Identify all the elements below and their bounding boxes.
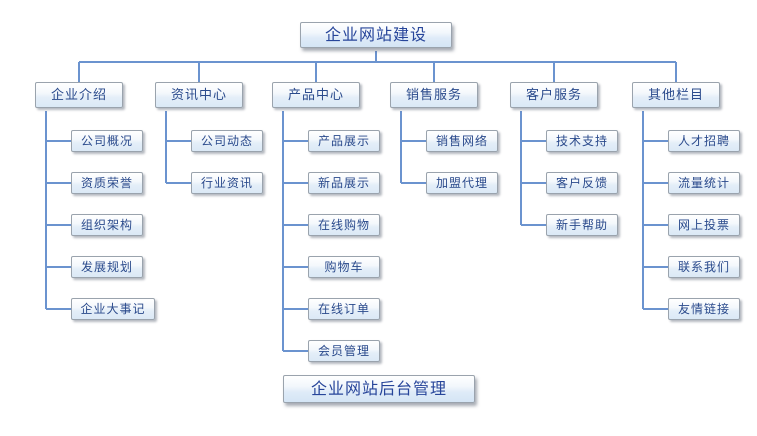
- leaf-node-3-4-label: 购物车: [324, 260, 364, 274]
- branch-node-5[interactable]: 客户服务: [510, 82, 598, 108]
- root-node[interactable]: 企业网站建设: [300, 22, 452, 48]
- leaf-node-1-3[interactable]: 组织架构: [71, 214, 143, 236]
- leaf-node-3-5-label: 在线订单: [317, 302, 370, 316]
- leaf-node-4-1[interactable]: 销售网络: [426, 130, 498, 152]
- leaf-node-3-4[interactable]: 购物车: [308, 256, 380, 278]
- branch-node-2[interactable]: 资讯中心: [155, 82, 243, 108]
- leaf-node-1-1-label: 公司概况: [80, 134, 133, 148]
- leaf-node-5-3-label: 新手帮助: [555, 218, 608, 232]
- footer-node[interactable]: 企业网站后台管理: [283, 375, 475, 403]
- leaf-node-2-1-label: 公司动态: [200, 134, 253, 148]
- leaf-node-1-5[interactable]: 企业大事记: [71, 298, 155, 320]
- branch-node-5-label: 客户服务: [525, 87, 582, 103]
- leaf-node-3-3-label: 在线购物: [317, 218, 370, 232]
- branch-node-1[interactable]: 企业介绍: [35, 82, 123, 108]
- branch-node-3[interactable]: 产品中心: [272, 82, 360, 108]
- leaf-node-5-3[interactable]: 新手帮助: [546, 214, 618, 236]
- leaf-node-3-6[interactable]: 会员管理: [308, 340, 380, 362]
- leaf-node-5-1-label: 技术支持: [555, 134, 608, 148]
- leaf-node-3-6-label: 会员管理: [317, 344, 370, 358]
- leaf-node-1-2-label: 资质荣誉: [80, 176, 133, 190]
- leaf-node-3-2[interactable]: 新品展示: [308, 172, 380, 194]
- leaf-node-1-4[interactable]: 发展规划: [71, 256, 143, 278]
- branch-node-3-label: 产品中心: [287, 87, 344, 103]
- leaf-node-3-1-label: 产品展示: [317, 134, 370, 148]
- leaf-node-4-1-label: 销售网络: [435, 134, 488, 148]
- leaf-node-6-1[interactable]: 人才招聘: [668, 130, 740, 152]
- leaf-node-3-5[interactable]: 在线订单: [308, 298, 380, 320]
- leaf-node-1-1[interactable]: 公司概况: [71, 130, 143, 152]
- leaf-node-3-3[interactable]: 在线购物: [308, 214, 380, 236]
- leaf-node-6-2[interactable]: 流量统计: [668, 172, 740, 194]
- branch-node-6-label: 其他栏目: [647, 87, 704, 103]
- leaf-node-6-4-label: 联系我们: [677, 260, 730, 274]
- leaf-node-6-5-label: 友情链接: [677, 302, 730, 316]
- leaf-node-1-5-label: 企业大事记: [80, 302, 146, 316]
- leaf-node-2-2[interactable]: 行业资讯: [191, 172, 263, 194]
- leaf-node-2-2-label: 行业资讯: [200, 176, 253, 190]
- leaf-node-4-2-label: 加盟代理: [435, 176, 488, 190]
- branch-node-2-label: 资讯中心: [170, 87, 227, 103]
- leaf-node-6-4[interactable]: 联系我们: [668, 256, 740, 278]
- leaf-node-3-1[interactable]: 产品展示: [308, 130, 380, 152]
- leaf-node-1-2[interactable]: 资质荣誉: [71, 172, 143, 194]
- leaf-node-4-2[interactable]: 加盟代理: [426, 172, 498, 194]
- leaf-node-5-2[interactable]: 客户反馈: [546, 172, 618, 194]
- leaf-node-6-3-label: 网上投票: [677, 218, 730, 232]
- footer-node-label: 企业网站后台管理: [310, 379, 447, 398]
- leaf-node-5-1[interactable]: 技术支持: [546, 130, 618, 152]
- leaf-node-6-2-label: 流量统计: [677, 176, 730, 190]
- root-node-label: 企业网站建设: [324, 25, 427, 44]
- leaf-node-2-1[interactable]: 公司动态: [191, 130, 263, 152]
- leaf-node-6-5[interactable]: 友情链接: [668, 298, 740, 320]
- leaf-node-1-4-label: 发展规划: [80, 260, 133, 274]
- branch-node-6[interactable]: 其他栏目: [632, 82, 720, 108]
- branch-node-4[interactable]: 销售服务: [390, 82, 478, 108]
- leaf-node-6-3[interactable]: 网上投票: [668, 214, 740, 236]
- branch-node-1-label: 企业介绍: [50, 87, 107, 103]
- leaf-node-6-1-label: 人才招聘: [677, 134, 730, 148]
- leaf-node-3-2-label: 新品展示: [317, 176, 370, 190]
- leaf-node-5-2-label: 客户反馈: [555, 176, 608, 190]
- leaf-node-1-3-label: 组织架构: [80, 218, 133, 232]
- branch-node-4-label: 销售服务: [405, 87, 462, 103]
